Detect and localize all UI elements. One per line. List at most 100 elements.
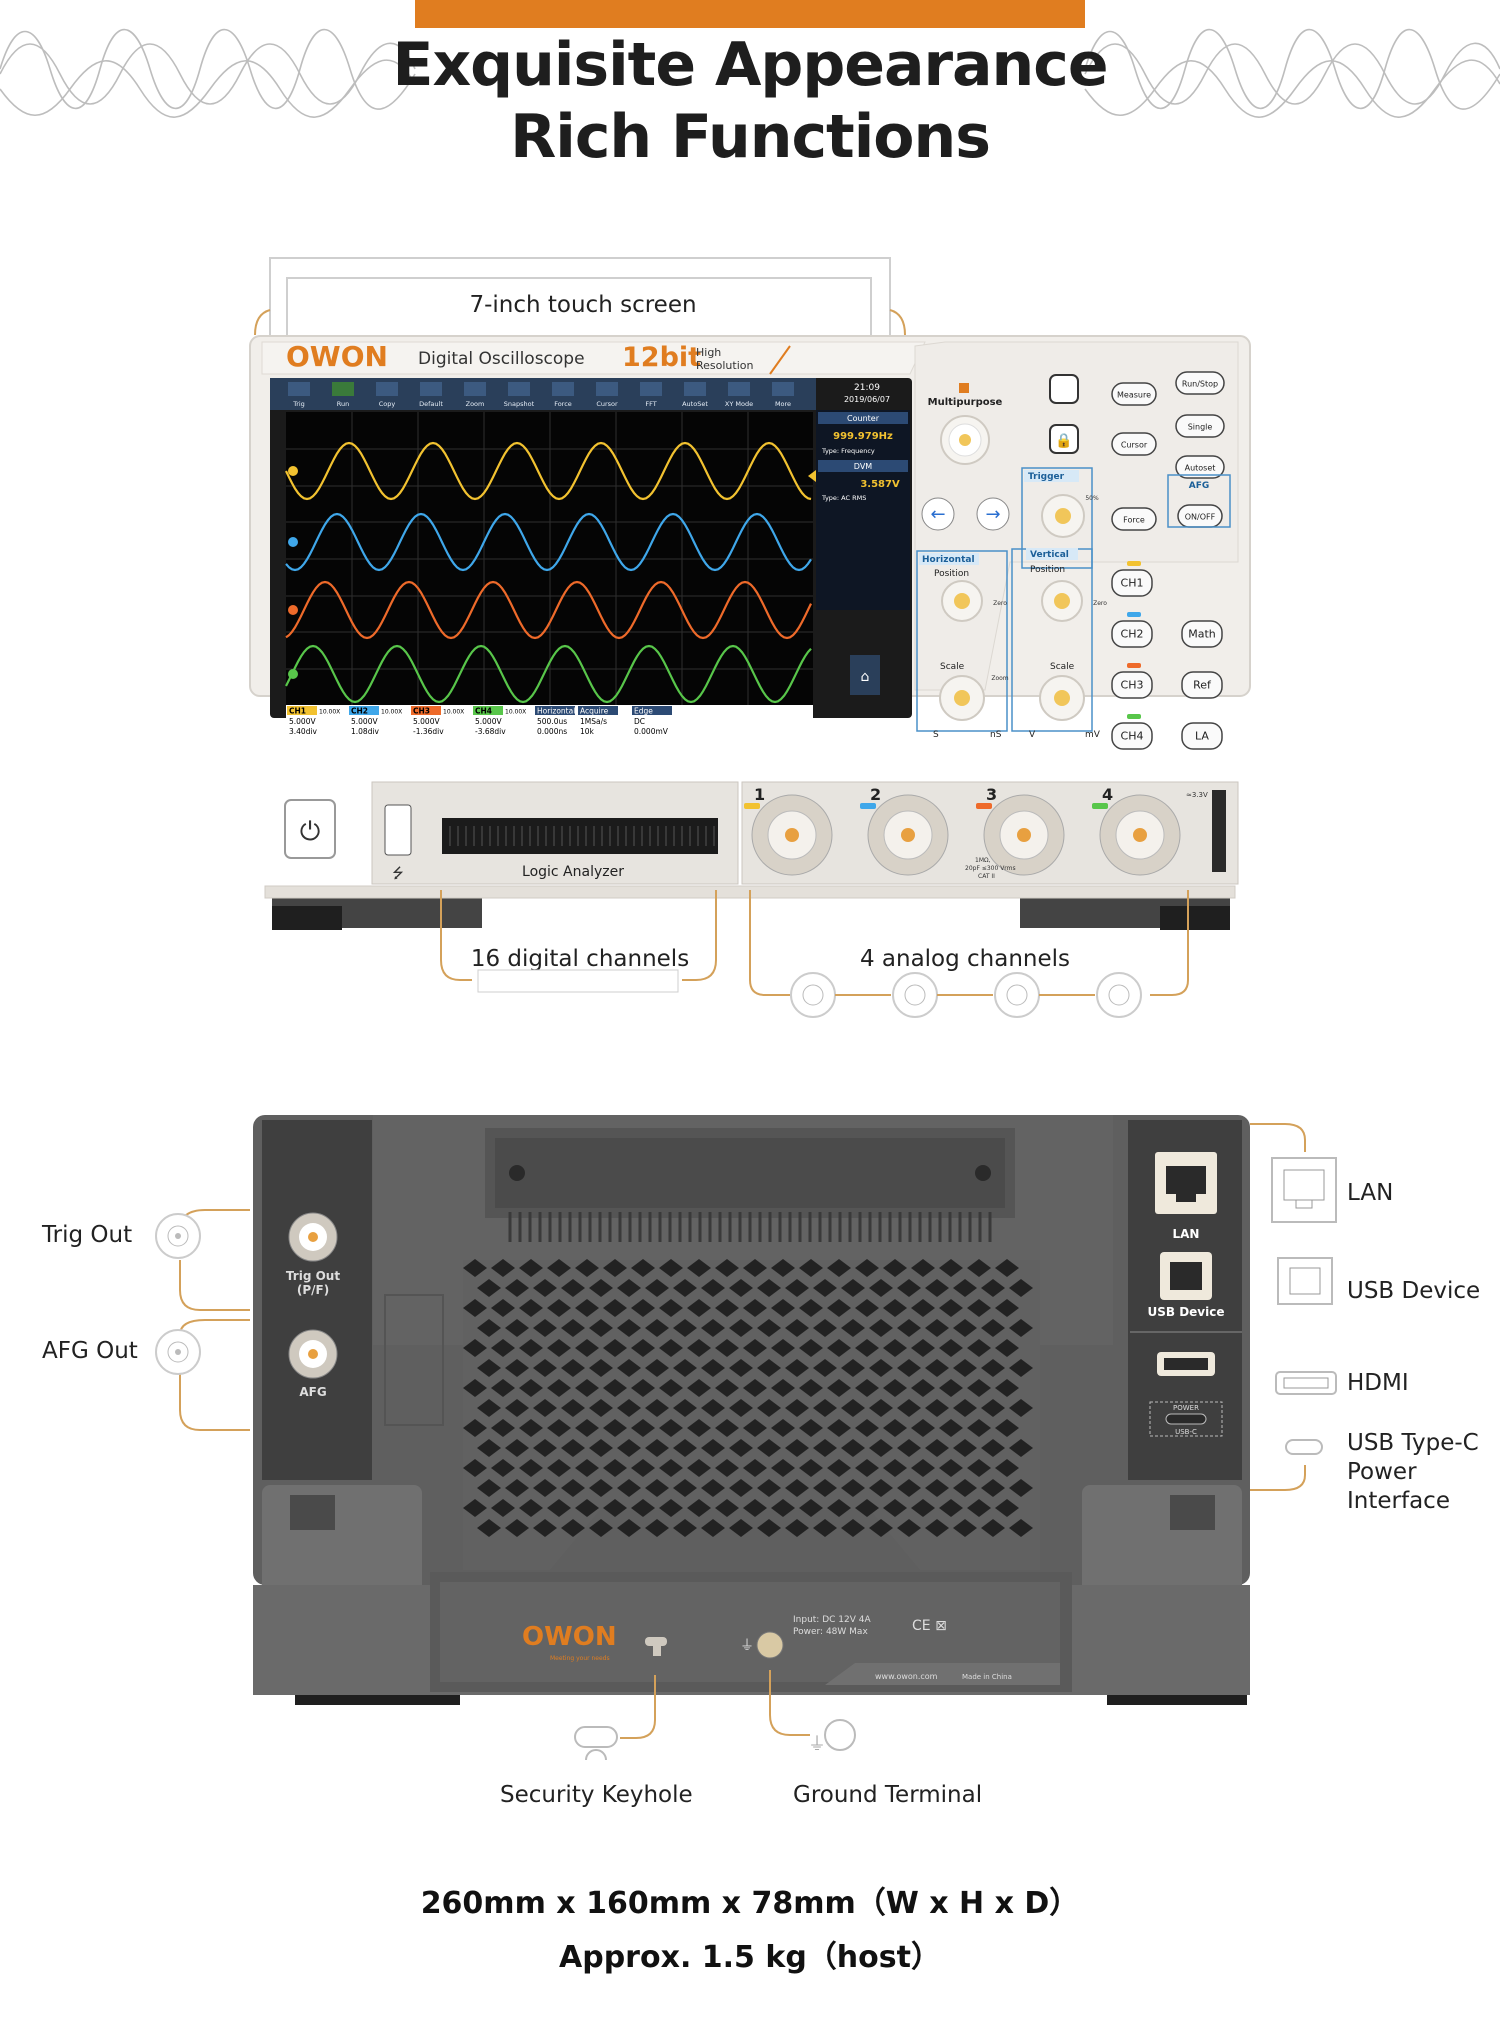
vent-hole [883,1259,907,1277]
hdmi-port[interactable] [1157,1352,1215,1376]
ground-terminal[interactable] [756,1631,784,1659]
ch4-button[interactable] [1111,722,1153,750]
toolbar-button[interactable] [376,382,398,396]
vent-hole [1009,1439,1033,1457]
horizontal-position-knob[interactable] [941,580,983,622]
vent-hole [589,1279,613,1297]
vent-hole [701,1359,725,1377]
usb-device-icon [1277,1257,1333,1305]
left-arrow-button[interactable]: ← [921,497,955,531]
force-button[interactable] [1111,507,1157,531]
usb-device-port[interactable] [1160,1252,1212,1300]
ch4-button-label: CH4 [1121,730,1144,743]
vent-hole [631,1499,655,1517]
callout-line [620,1675,656,1739]
vent-hole [491,1379,515,1397]
trig-out-port-label: Trig Out [286,1269,340,1283]
vent-hole [575,1379,599,1397]
single-button[interactable] [1175,414,1225,438]
status-position: -3.68div [475,727,506,736]
toolbar-button[interactable] [552,382,574,396]
ref-button[interactable] [1181,671,1223,699]
vertical-position-knob[interactable] [1041,580,1083,622]
horizontal-scale-knob[interactable] [939,675,985,721]
trigger-knob[interactable] [1041,494,1085,538]
status-group-title: Acquire [580,707,609,716]
usb-host-port[interactable] [384,804,412,856]
toolbar-button[interactable] [684,382,706,396]
left-port-panel [262,1120,372,1480]
vent-hole [827,1259,851,1277]
lan-label: LAN [1347,1180,1394,1206]
multipurpose-knob[interactable] [940,415,990,465]
probe-comp-terminal[interactable] [1212,790,1226,872]
vent-hole [925,1399,949,1417]
unit-s-label: S [933,730,939,740]
measure-button[interactable] [1111,382,1157,406]
callout-line [889,309,906,336]
toolbar-button[interactable] [508,382,530,396]
right-arrow-button[interactable]: → [976,497,1010,531]
runstop-button[interactable] [1175,371,1225,395]
vertical-scale-knob[interactable] [1039,675,1085,721]
toolbar-button[interactable] [640,382,662,396]
vent-hole [687,1299,711,1317]
vent-hole [743,1259,767,1277]
vent-hole [897,1399,921,1417]
vent-hole [827,1499,851,1517]
toolbar-button[interactable] [728,382,750,396]
la-button-label: LA [1195,730,1209,743]
usb-c-port[interactable] [1165,1413,1207,1425]
vent-hole [967,1259,991,1277]
analog-channel-icon [994,972,1040,1018]
la-button[interactable] [1181,722,1223,750]
vent-hole [911,1299,935,1317]
trigger-pct-label: 50% [1085,495,1099,502]
vent-hole [785,1399,809,1417]
vent-hole [687,1419,711,1437]
vent-hole [547,1259,571,1277]
cursor-button-label: Cursor [1121,441,1148,450]
toolbar-button[interactable] [420,382,442,396]
security-keyhole[interactable] [645,1637,667,1656]
port-color-tag [860,803,876,809]
afg-bnc[interactable] [288,1329,338,1379]
ch1-button[interactable] [1111,569,1153,597]
power-button[interactable]: ⏻ [284,799,336,859]
vent-hole [659,1379,683,1397]
autoset-button[interactable] [1175,455,1225,479]
vent-hole [575,1499,599,1517]
toolbar-button[interactable] [464,382,486,396]
logic-analyzer-connector[interactable] [442,818,718,854]
toolbar-button[interactable] [332,382,354,396]
screen-lock-button[interactable] [1049,374,1079,404]
vent-hole [589,1319,613,1337]
vent-hole [1009,1399,1033,1417]
toolbar-label: Force [554,400,572,408]
ch2-button[interactable] [1111,620,1153,648]
cursor-button[interactable] [1111,432,1157,456]
vent-hole [1009,1359,1033,1377]
status-group-value: 0.000ns [537,727,567,736]
lock-button[interactable]: 🔒 [1049,424,1079,454]
vent-hole [953,1279,977,1297]
vent-hole [841,1479,865,1497]
vent-hole [659,1259,683,1277]
status-channel-tag [411,706,441,715]
lan-port[interactable] [1155,1152,1217,1214]
math-button[interactable] [1181,620,1223,648]
vent-hole [911,1499,935,1517]
vent-hole [491,1339,515,1357]
trig-out-bnc[interactable] [288,1212,338,1262]
horizontal-position-label: Position [934,569,969,579]
toolbar-label: XY Mode [725,400,753,408]
toolbar-button[interactable] [772,382,794,396]
ch3-button[interactable] [1111,671,1153,699]
vent-hole [883,1419,907,1437]
toolbar-button[interactable] [288,382,310,396]
vent-hole [505,1439,529,1457]
vent-hole [995,1499,1019,1517]
home-button[interactable] [850,655,880,695]
vent-hole [995,1459,1019,1477]
toolbar-button[interactable] [596,382,618,396]
